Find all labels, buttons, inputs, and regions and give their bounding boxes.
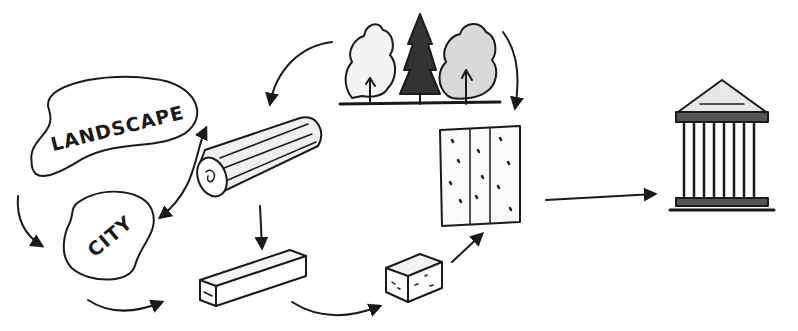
timber-beam [200,250,306,306]
region-blob: LANDSCAPE [28,72,206,184]
arrow [88,300,162,311]
arrow [260,206,262,248]
wood-panel [440,126,520,226]
timber-log [192,117,321,200]
trees [340,14,500,104]
arrow [503,32,517,108]
wood-block [386,254,442,302]
temple-building [670,80,774,210]
arrow [292,302,380,315]
region-blob: CITY [60,190,160,282]
arrow [18,196,42,246]
arrow [546,194,655,200]
arrow [270,42,332,104]
arrow [452,234,482,262]
